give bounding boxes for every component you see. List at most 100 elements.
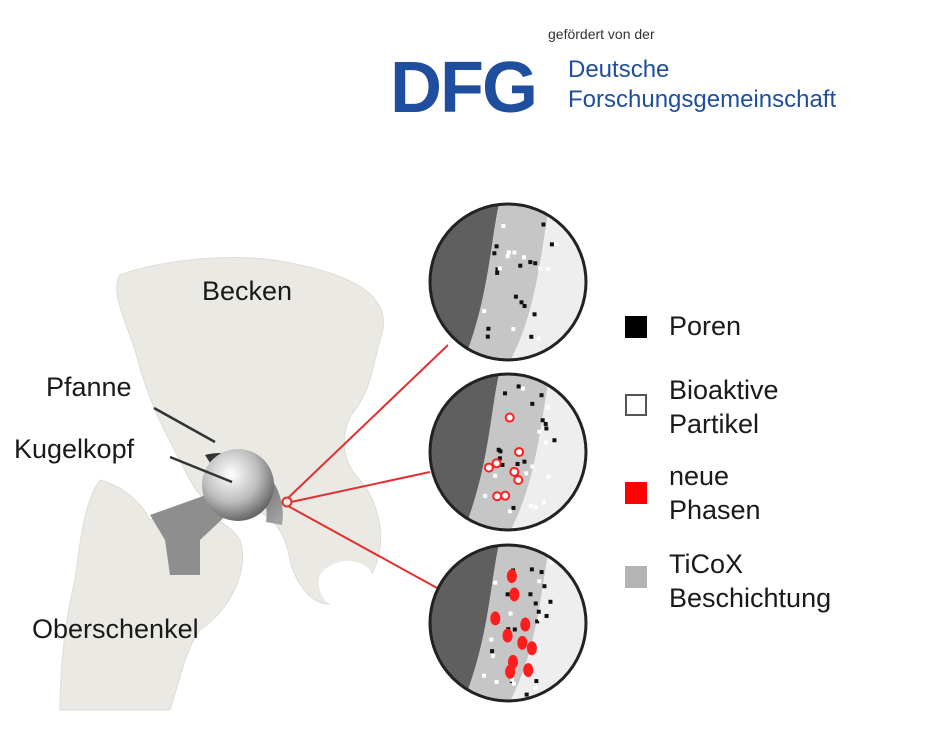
particle-dot <box>528 504 533 509</box>
particle-dot <box>546 267 551 272</box>
particle-dot <box>511 681 516 686</box>
pore-dot <box>524 692 529 697</box>
pore-dot <box>515 461 520 466</box>
legend-text-bioactive-1: Bioaktive <box>669 375 779 405</box>
particle-dot <box>541 500 546 505</box>
particle-dot <box>482 309 487 314</box>
new-phase-blob <box>506 569 517 584</box>
label-oberschenkel: Oberschenkel <box>32 614 199 644</box>
bioactive-particle <box>500 490 511 501</box>
particle-dot <box>530 464 535 469</box>
socket-leader <box>153 406 216 444</box>
connector-line-mid <box>290 471 431 503</box>
pore-dot <box>513 294 518 299</box>
magnified-view-bioactive <box>430 374 586 530</box>
particle-dot <box>506 250 511 255</box>
pore-dot <box>541 222 546 227</box>
legend-text-coating-2: Beschichtung <box>669 583 832 613</box>
dfg-logo-mark: DFG <box>390 48 538 128</box>
legend-text-phases-2: Phasen <box>669 495 761 525</box>
particle-dot <box>538 266 543 271</box>
particle-dot <box>537 429 542 434</box>
new-phase-blob <box>520 617 531 632</box>
particle-dot <box>536 336 541 341</box>
magnified-view-pores <box>430 204 586 360</box>
particle-dot <box>524 471 529 476</box>
pore-dot <box>522 303 527 308</box>
legend-swatch-new-phases <box>625 482 647 504</box>
particle-dot <box>546 474 551 479</box>
particle-dot <box>533 505 538 510</box>
pore-dot <box>495 267 500 272</box>
pore-dot <box>548 599 553 604</box>
new-phase-blob <box>523 663 534 678</box>
pore-dot <box>496 447 501 452</box>
particle-dot <box>482 673 487 678</box>
particle-dot <box>510 677 515 682</box>
bioactive-particle <box>513 474 524 485</box>
pore-dot <box>539 393 544 398</box>
pore-dot <box>528 592 533 597</box>
particle-dot <box>507 509 512 514</box>
pore-dot <box>519 300 524 305</box>
label-pfanne: Pfanne <box>46 372 132 402</box>
pore-dot <box>532 312 537 317</box>
new-phase-blob <box>507 654 518 669</box>
legend-text-bioactive-2: Partikel <box>669 409 760 439</box>
pore-dot <box>534 679 539 684</box>
label-kugelkopf: Kugelkopf <box>14 434 135 464</box>
particle-dot <box>512 250 517 255</box>
obturator-foramen <box>318 560 374 609</box>
particle-dot <box>497 266 502 271</box>
pore-dot <box>512 627 517 632</box>
particle-dot <box>537 579 542 584</box>
new-phase-blob <box>502 628 513 643</box>
magnified-circle-3 <box>428 543 588 703</box>
particle-dot <box>493 473 498 478</box>
pore-dot <box>552 438 557 443</box>
legend-text-pores: Poren <box>669 311 742 341</box>
magnified-circle-1 <box>428 202 588 362</box>
new-phase-blob <box>526 641 537 656</box>
new-phase-blob <box>517 635 528 650</box>
stem-neck <box>150 490 232 575</box>
particle-dot <box>483 493 488 498</box>
pore-dot <box>549 242 554 247</box>
pore-dot <box>511 505 516 510</box>
new-phase-blob <box>509 587 520 602</box>
dfg-org-line2: Forschungsgemeinschaft <box>568 86 837 113</box>
pore-dot <box>503 391 508 396</box>
legend-swatch-coating <box>625 566 647 588</box>
funding-caption: gefördert von der <box>548 26 655 42</box>
bioactive-particle <box>491 458 502 469</box>
legend-text-coating-1: TiCoX <box>669 549 744 579</box>
legend-swatch-pores <box>625 316 647 338</box>
particle-dot <box>501 224 506 229</box>
particle-dot <box>520 386 525 391</box>
hip-implant-diagram: Becken Pfanne Kugelkopf Oberschenkel Por… <box>0 180 930 727</box>
particle-dot <box>489 637 494 642</box>
dfg-org-line1: Deutsche <box>568 56 670 83</box>
pore-dot <box>505 592 510 597</box>
pore-dot <box>535 619 540 624</box>
pore-dot <box>533 261 538 266</box>
connector-line-top <box>287 344 449 499</box>
pelvis-shape <box>116 257 384 605</box>
pore-dot <box>529 567 534 572</box>
pore-dot <box>518 263 523 268</box>
bioactive-particle <box>509 466 520 477</box>
dfg-logo: DFG Deutsche Forschungsgemeinschaft <box>390 48 860 128</box>
particle-dot <box>546 405 551 410</box>
diagram-svg <box>59 202 588 711</box>
particle-dot <box>521 255 526 260</box>
pore-dot <box>536 609 541 614</box>
legend-text-phases-1: neue <box>669 461 730 491</box>
pore-dot <box>542 584 547 589</box>
particle-dot <box>533 685 538 690</box>
particle-dot <box>491 653 496 658</box>
bioactive-particle <box>492 491 503 502</box>
magnified-circle-2 <box>428 372 588 532</box>
pore-dot <box>544 613 549 618</box>
pore-dot <box>495 270 500 275</box>
ballhead-leader <box>169 455 233 484</box>
